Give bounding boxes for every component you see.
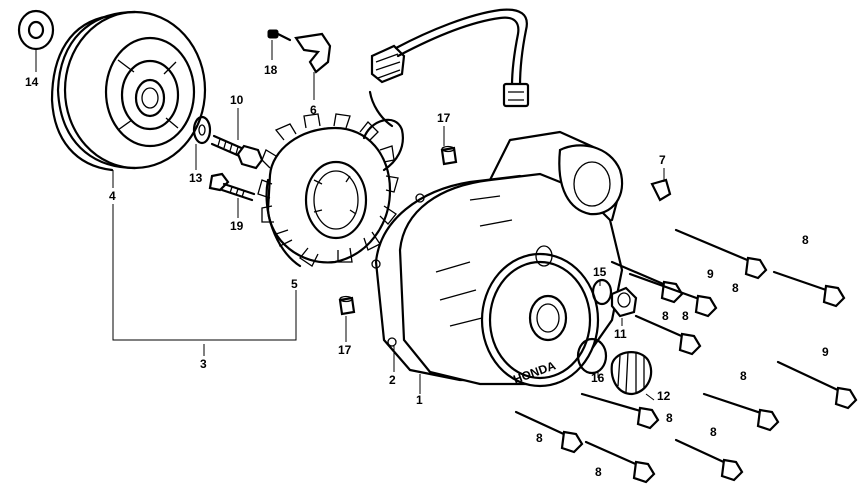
callout-8-i: 8	[595, 465, 602, 479]
cover-bolt-8-h	[584, 440, 656, 484]
callout-6: 6	[310, 103, 317, 117]
callout-9-b: 9	[822, 345, 829, 359]
callout-11: 11	[614, 327, 627, 341]
callout-17-lower: 17	[338, 343, 352, 357]
callout-labels: 14 4 3 5 10 13 19 18 6 17 17 2 1 7 15 11…	[25, 63, 829, 479]
plug-cap-part-11	[610, 286, 638, 318]
cover-bolt-8-f	[580, 392, 660, 430]
cover-bolt-8-b	[772, 270, 846, 308]
callout-3: 3	[200, 357, 207, 371]
wire-clip-part-6	[294, 32, 332, 74]
stator-part-5	[257, 113, 399, 268]
callout-17-upper: 17	[437, 111, 451, 125]
callout-4: 4	[109, 189, 116, 203]
flywheel-bolt-part-10	[210, 134, 264, 170]
callout-8-f: 8	[666, 411, 673, 425]
callout-12: 12	[657, 389, 671, 403]
callout-8-g: 8	[536, 431, 543, 445]
callout-14: 14	[25, 75, 39, 89]
cover-bolt-8-d	[634, 314, 702, 356]
callout-9-a: 9	[707, 267, 714, 281]
plug-cap-part-12	[610, 351, 653, 396]
leader-lines	[35, 40, 665, 401]
cover-bolt-8-g	[514, 410, 584, 454]
callout-8-h: 8	[710, 425, 717, 439]
callout-2: 2	[389, 373, 396, 387]
callout-8-e: 8	[740, 369, 747, 383]
cover-bolt-8-e	[702, 392, 780, 432]
o-ring-part-15	[591, 278, 613, 306]
callout-13: 13	[189, 171, 203, 185]
bolt-part-19	[208, 172, 256, 202]
dowel-pin-part-17-lower	[338, 295, 356, 316]
cable-clip-part-7	[650, 178, 672, 202]
cover-bolt-9-b	[776, 360, 858, 410]
dowel-pin-part-17-upper	[440, 145, 458, 166]
callout-10: 10	[230, 93, 244, 107]
callout-5: 5	[291, 277, 298, 291]
callout-8-b: 8	[732, 281, 739, 295]
wire-harness	[362, 8, 530, 172]
callout-8-c: 8	[662, 309, 669, 323]
callout-7: 7	[659, 153, 666, 167]
callout-16: 16	[591, 371, 605, 385]
callout-19: 19	[230, 219, 244, 233]
o-ring-part-16	[576, 337, 608, 375]
flywheel-rotor-part-4	[50, 10, 207, 172]
callout-15: 15	[593, 265, 607, 279]
crankcase-cover-part-1: HONDA	[398, 130, 624, 388]
cover-bolt-8-i	[674, 438, 744, 482]
screw-part-18	[267, 29, 292, 42]
callout-8-d: 8	[682, 309, 689, 323]
cover-bolt-9-a	[628, 272, 718, 318]
washer-part-14	[17, 9, 55, 51]
callout-1: 1	[416, 393, 423, 407]
washer-part-13	[192, 115, 212, 145]
callout-8-a: 8	[802, 233, 809, 247]
cover-bolt-8-a	[674, 228, 768, 280]
callout-18: 18	[264, 63, 278, 77]
